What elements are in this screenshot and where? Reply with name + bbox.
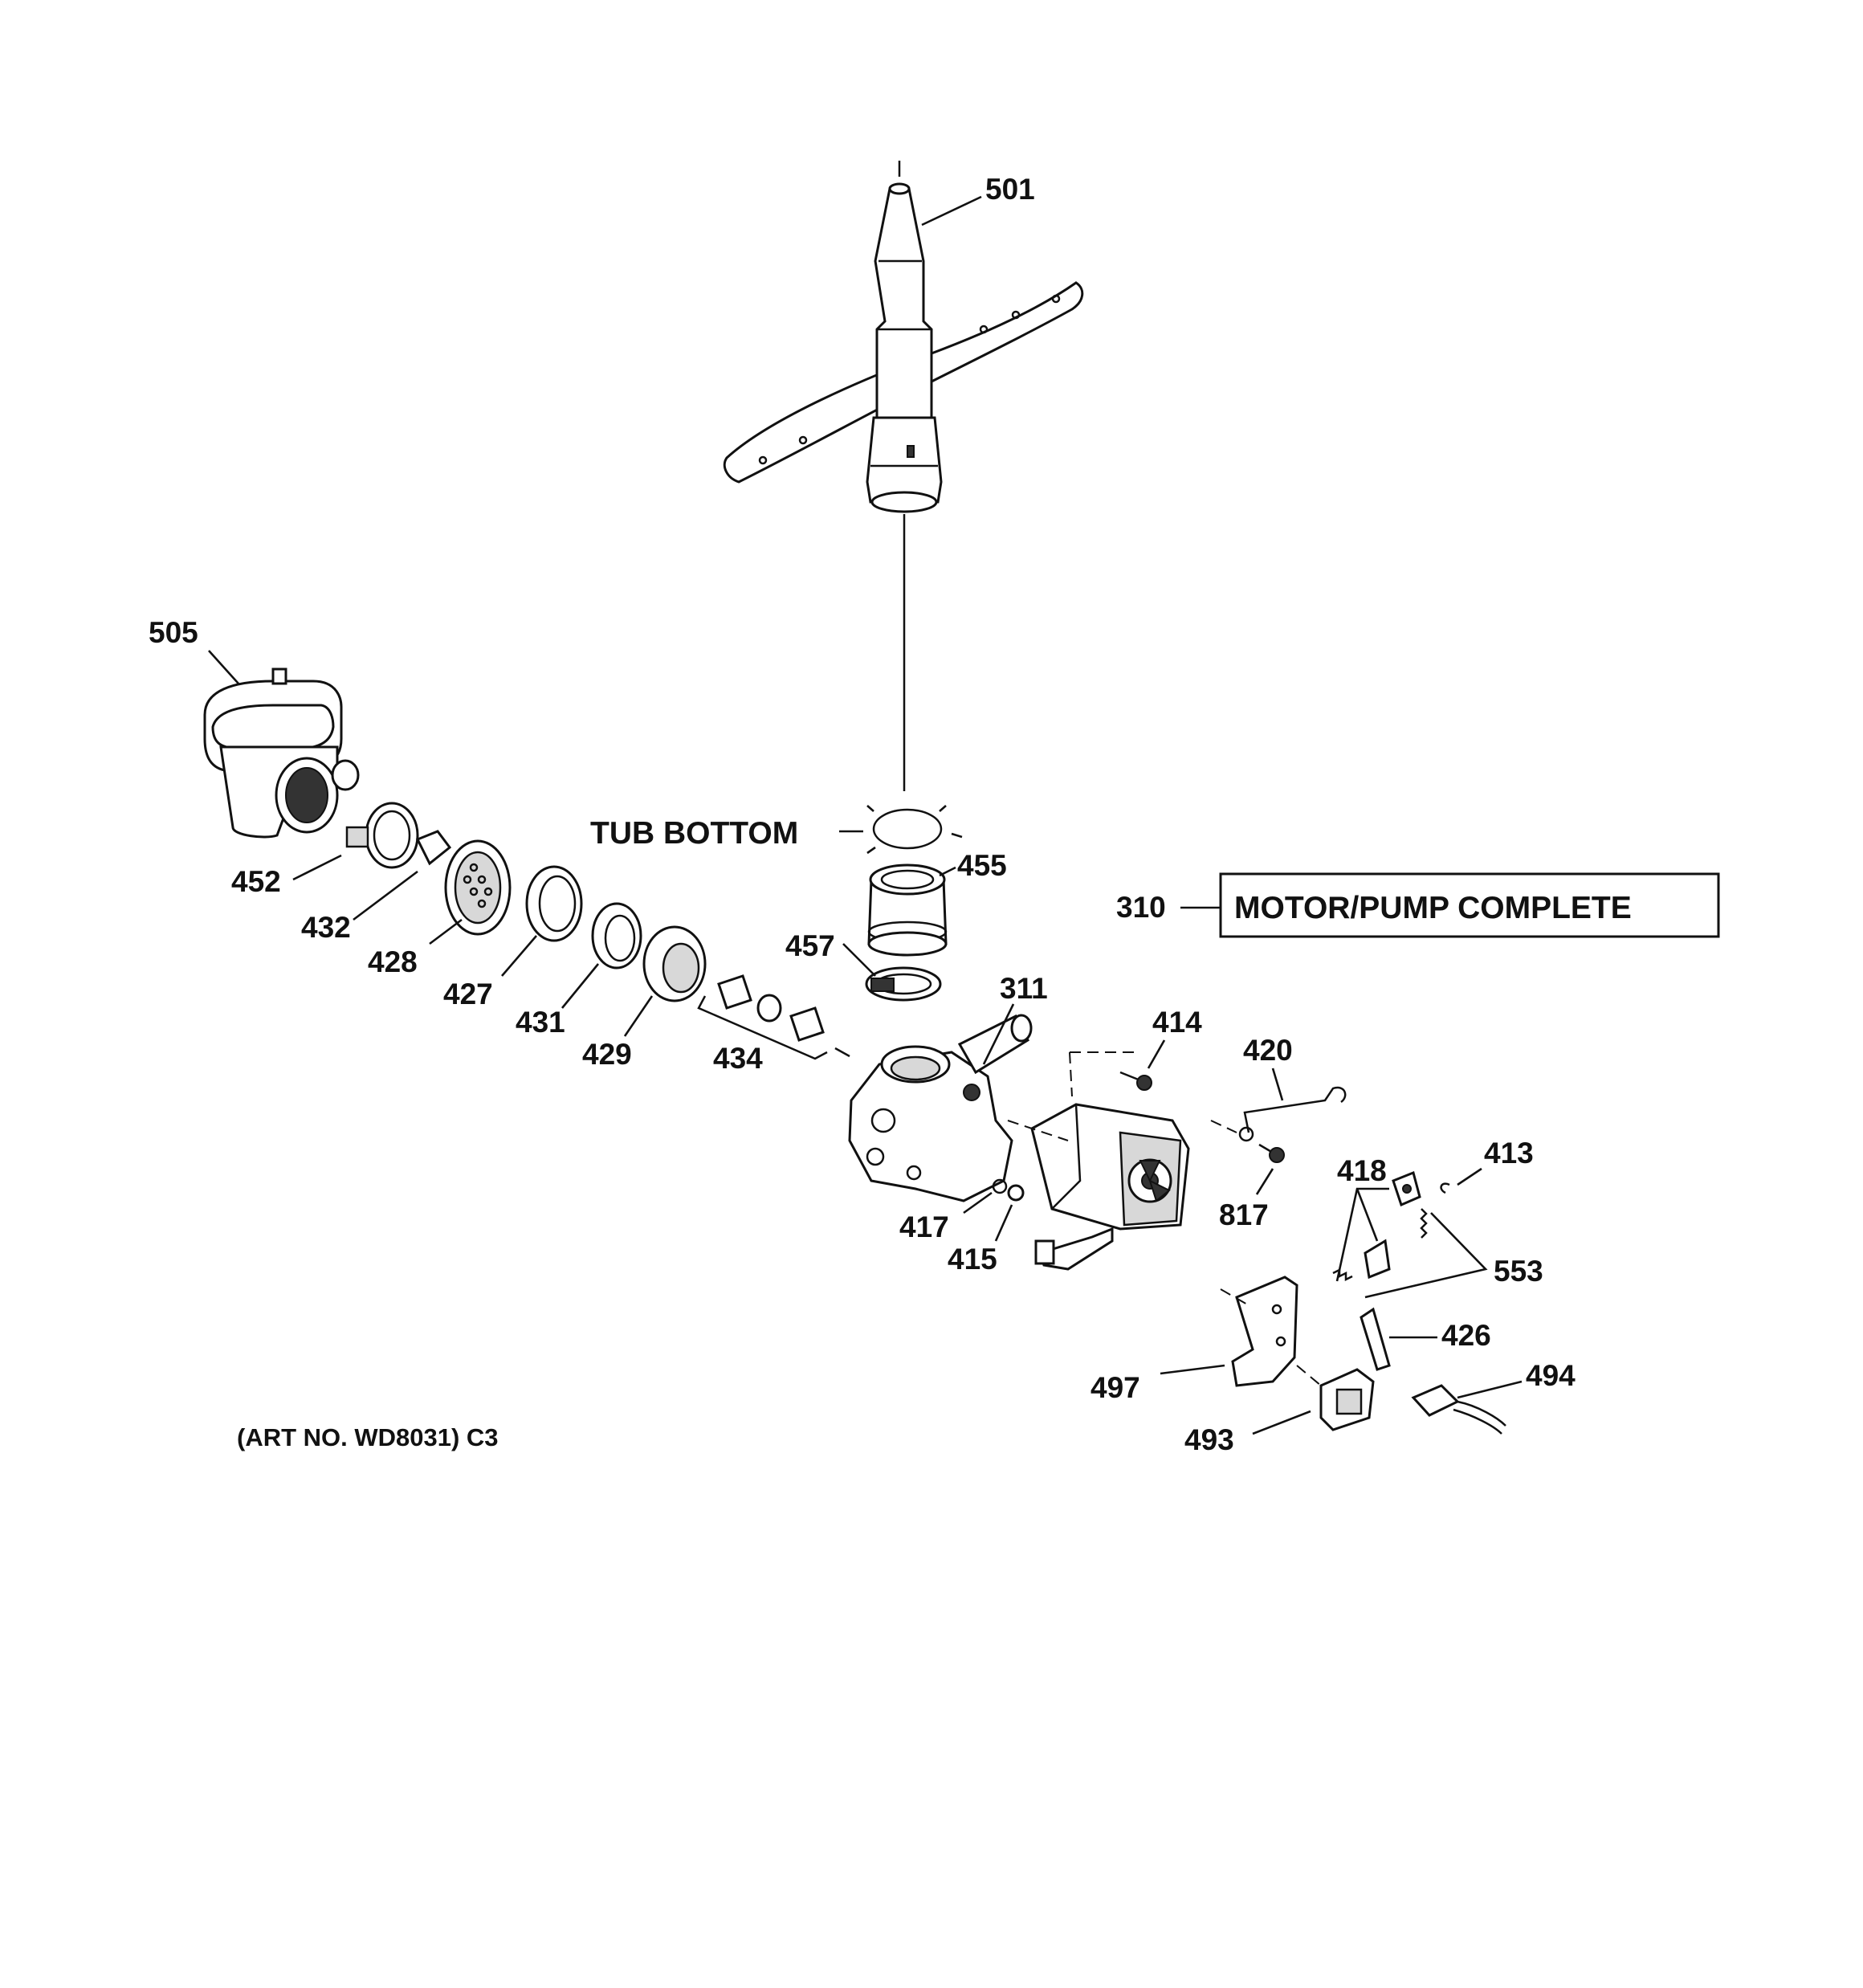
label-501: 501: [985, 173, 1035, 206]
label-418: 418: [1337, 1154, 1387, 1187]
motor-pump-label: MOTOR/PUMP COMPLETE: [1234, 891, 1632, 925]
label-414: 414: [1152, 1006, 1202, 1039]
pump-housing-311: 311: [848, 972, 1048, 1202]
label-505: 505: [149, 616, 198, 649]
label-413: 413: [1484, 1137, 1534, 1170]
screw-414: 414: [1119, 1006, 1202, 1091]
label-420: 420: [1243, 1034, 1293, 1067]
label-427: 427: [443, 978, 493, 1010]
label-553: 553: [1494, 1255, 1543, 1288]
screw-817: 817: [1219, 1143, 1285, 1231]
label-415: 415: [948, 1243, 997, 1276]
label-311: 311: [1000, 972, 1048, 1005]
drive-motor: [1007, 1051, 1190, 1271]
art-number: (ART NO. WD8031) C3: [237, 1423, 499, 1451]
label-497: 497: [1090, 1371, 1140, 1404]
label-493: 493: [1184, 1423, 1234, 1456]
sump-housing: 505: [149, 616, 360, 839]
bracket-497: 497: [1090, 1276, 1298, 1404]
label-432: 432: [301, 911, 351, 944]
clip-432: 432: [301, 830, 452, 944]
label-817: 817: [1219, 1198, 1269, 1231]
ring-431: 431: [516, 902, 642, 1039]
tub-bottom-label: TUB BOTTOM: [590, 816, 798, 851]
seal-kit-434: 434: [697, 974, 850, 1075]
motor-pump-callout: 310 MOTOR/PUMP COMPLETE: [1116, 872, 1720, 938]
label-494: 494: [1526, 1359, 1576, 1392]
label-429: 429: [582, 1038, 632, 1071]
label-455: 455: [957, 849, 1007, 882]
nut-415: 415: [948, 1184, 1025, 1276]
connector-494: 494: [1411, 1359, 1576, 1435]
label-428: 428: [368, 945, 418, 978]
impeller-429: 429: [582, 925, 707, 1071]
label-434: 434: [713, 1042, 763, 1075]
rod-420: 420: [1210, 1034, 1347, 1142]
filter-428: 428: [368, 839, 512, 978]
spray-arm-assembly: 501: [723, 161, 1084, 791]
washer-417: 417: [899, 1178, 1008, 1243]
tub-bottom-seal: TUB BOTTOM 455 457: [590, 805, 1007, 1002]
label-431: 431: [516, 1006, 565, 1039]
label-452: 452: [231, 865, 281, 898]
pin-426: 426: [1360, 1307, 1491, 1371]
label-310: 310: [1116, 891, 1166, 924]
label-417: 417: [899, 1210, 949, 1243]
hose-clamp: 452: [231, 802, 419, 898]
bracket-418: 418 413 553: [1332, 1137, 1543, 1299]
ring-427: 427: [443, 865, 583, 1010]
label-457: 457: [785, 929, 835, 962]
label-426: 426: [1441, 1319, 1491, 1352]
solenoid-493: 493: [1184, 1365, 1375, 1456]
